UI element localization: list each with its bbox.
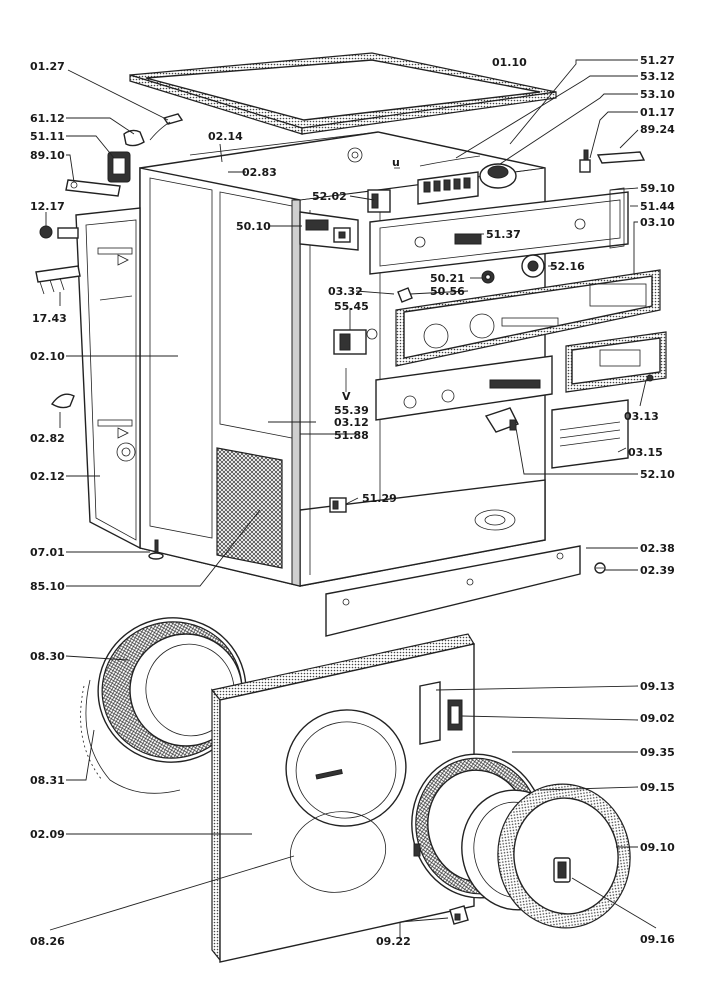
label-02-83: 02.83 xyxy=(242,166,277,179)
label-02-38: 02.38 xyxy=(640,542,675,555)
label-51-88: 51.88 xyxy=(334,429,369,442)
label-55-39: 55.39 xyxy=(334,404,369,417)
switch-part xyxy=(329,497,347,513)
label-12-17: 12.17 xyxy=(30,200,65,213)
label-51-27: 51.27 xyxy=(640,54,675,67)
label-01-10: 01.10 xyxy=(492,56,527,69)
label-02-12: 02.12 xyxy=(30,470,65,483)
door-lock-part xyxy=(333,328,378,392)
label-85-10: 85.10 xyxy=(30,580,65,593)
control-board-part xyxy=(394,155,481,205)
label-89-10: 89.10 xyxy=(30,149,65,162)
label-50-56: 50.56 xyxy=(430,285,465,298)
foot-part xyxy=(148,539,164,560)
label-09-13: 09.13 xyxy=(640,680,675,693)
fascia-part xyxy=(395,269,661,367)
label-61-12: 61.12 xyxy=(30,112,65,125)
label-53-12: 53.12 xyxy=(640,70,675,83)
detergent-drawer-part xyxy=(565,331,667,393)
label-53-10: 53.10 xyxy=(640,88,675,101)
label-52-16: 52.16 xyxy=(550,260,585,273)
rear-panel-part xyxy=(75,207,141,550)
small-switch-part xyxy=(579,149,591,173)
top-lid-part xyxy=(129,52,557,135)
pressure-switch-part xyxy=(484,407,519,433)
label-02-39: 02.39 xyxy=(640,564,675,577)
label-51-37: 51.37 xyxy=(486,228,521,241)
interference-filter-part xyxy=(107,151,131,183)
label-09-22: 09.22 xyxy=(376,935,411,948)
label-09-10: 09.10 xyxy=(640,841,675,854)
selector-knob-part xyxy=(521,254,545,278)
label-02-09: 02.09 xyxy=(30,828,65,841)
label-u: u xyxy=(392,156,400,169)
left-side-panel-part xyxy=(139,167,301,587)
label-17-43: 17.43 xyxy=(32,312,67,325)
label-50-10: 50.10 xyxy=(236,220,271,233)
label-51-29: 51.29 xyxy=(362,492,397,505)
label-51-11: 51.11 xyxy=(30,130,65,143)
inlet-bracket-part xyxy=(35,265,81,295)
label-55-45: 55.45 xyxy=(334,300,369,313)
hose-clamp-part xyxy=(123,113,184,147)
switch-block-part xyxy=(367,189,391,213)
knob-part xyxy=(481,270,495,284)
inlet-valve-part xyxy=(39,225,79,239)
instruction-label-part xyxy=(551,399,629,469)
kick-plate-part xyxy=(325,545,581,637)
label-02-82: 02.82 xyxy=(30,432,65,445)
clip-part xyxy=(50,393,75,409)
label-v: V xyxy=(342,390,351,403)
label-07-01: 07.01 xyxy=(30,546,65,559)
label-09-15: 09.15 xyxy=(640,781,675,794)
label-09-02: 09.02 xyxy=(640,712,675,725)
label-03-13: 03.13 xyxy=(624,410,659,423)
door-catch-part xyxy=(449,905,469,925)
label-89-24: 89.24 xyxy=(640,123,675,136)
label-08-31: 08.31 xyxy=(30,774,65,787)
label-03-10: 03.10 xyxy=(640,216,675,229)
latch-part xyxy=(596,151,646,164)
label-03-32: 03.32 xyxy=(328,285,363,298)
screw-part xyxy=(594,562,606,574)
label-51-44: 51.44 xyxy=(640,200,675,213)
control-panel-frame-part xyxy=(369,187,629,275)
label-09-16: 09.16 xyxy=(640,933,675,946)
lever-part xyxy=(397,287,413,303)
display-module-part xyxy=(299,211,359,251)
label-03-15: 03.15 xyxy=(628,446,663,459)
label-08-30: 08.30 xyxy=(30,650,65,663)
gasket-seal-part xyxy=(80,679,181,794)
part-labels: 01.27 01.10 51.27 53.12 53.10 01.17 89.2… xyxy=(30,54,675,948)
label-50-21: 50.21 xyxy=(430,272,465,285)
leader-lines xyxy=(45,59,657,938)
label-01-17: 01.17 xyxy=(640,106,675,119)
label-08-26: 08.26 xyxy=(30,935,65,948)
label-59-10: 59.10 xyxy=(640,182,675,195)
label-01-27: 01.27 xyxy=(30,60,65,73)
label-02-14: 02.14 xyxy=(208,130,243,143)
label-52-02: 52.02 xyxy=(312,190,347,203)
timer-part xyxy=(479,163,517,189)
label-02-10: 02.10 xyxy=(30,350,65,363)
control-panel-front-part xyxy=(375,355,553,421)
label-09-35: 09.35 xyxy=(640,746,675,759)
front-panel-part xyxy=(210,633,475,963)
label-03-12: 03.12 xyxy=(334,416,369,429)
label-52-10: 52.10 xyxy=(640,468,675,481)
